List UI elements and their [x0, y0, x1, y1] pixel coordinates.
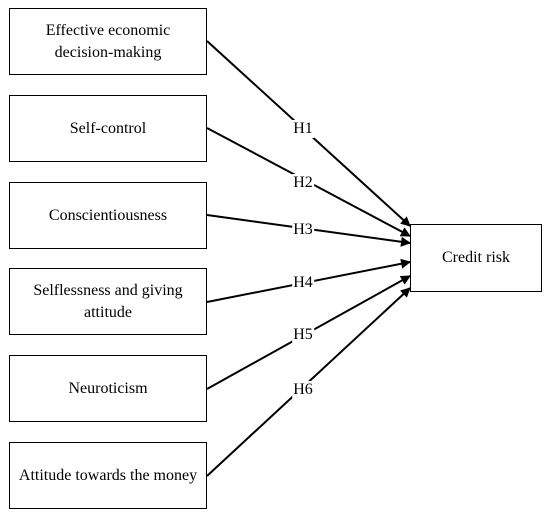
outcome-label: Credit risk [442, 249, 510, 266]
hypothesis-label-h3: H3 [292, 221, 314, 239]
hypothesis-label-h4: H4 [292, 274, 314, 292]
construct-label: Self-control [69, 119, 147, 137]
hypothesis-label-h5: H5 [292, 326, 314, 344]
construct-box-attitude-towards-money: Attitude towards the money [9, 442, 207, 509]
construct-label: Neuroticism [68, 379, 148, 397]
outcome-box-credit-risk: Credit risk [410, 224, 542, 292]
construct-label: Selflessness and giving attitude [33, 281, 183, 321]
construct-label: Effective economic decision-making [45, 21, 171, 61]
construct-box-effective-economic-decision-making: Effective economic decision-making [9, 8, 207, 75]
construct-label: Attitude towards the money [18, 466, 198, 484]
construct-box-conscientiousness: Conscientiousness [9, 182, 207, 249]
hypothesis-label-h1: H1 [292, 120, 314, 138]
construct-box-self-control: Self-control [9, 95, 207, 162]
construct-box-neuroticism: Neuroticism [9, 355, 207, 422]
construct-label: Conscientiousness [48, 206, 168, 224]
hypothesis-label-h2: H2 [292, 174, 314, 192]
hypothesis-label-h6: H6 [292, 381, 314, 399]
construct-box-selflessness: Selflessness and giving attitude [9, 268, 207, 335]
